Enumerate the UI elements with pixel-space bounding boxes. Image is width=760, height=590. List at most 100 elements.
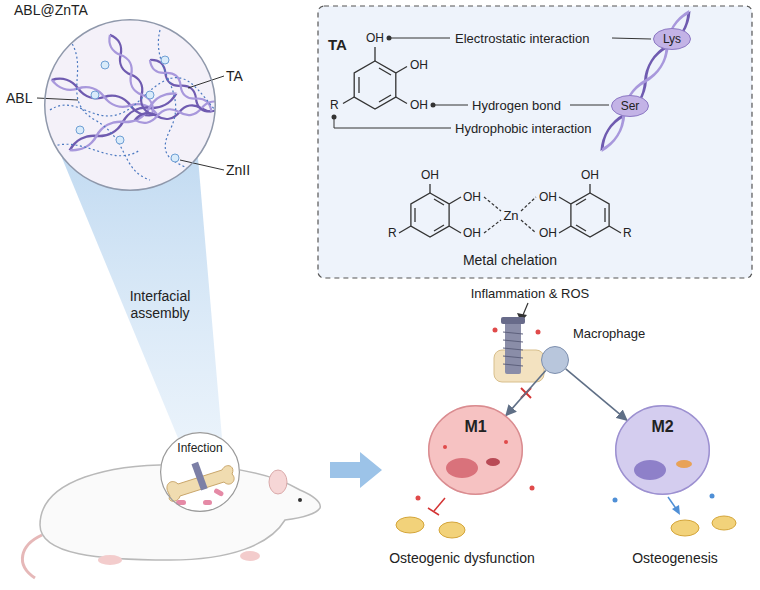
macrophage-cell-shape xyxy=(542,347,569,374)
panel-title: ABL@ZnTA xyxy=(14,2,88,19)
outcome-label: Osteogenic dysfunction xyxy=(389,550,535,567)
component-label: TA xyxy=(226,68,243,85)
tannic-acid-structure xyxy=(379,95,391,102)
m1-macrophage-shape xyxy=(429,406,523,495)
chelation-structure xyxy=(449,197,461,204)
leader-line xyxy=(37,98,78,100)
coating-network xyxy=(70,40,150,180)
coordination-bond xyxy=(484,197,501,211)
m2-macrophage: M2 xyxy=(615,405,710,495)
leader-line xyxy=(188,76,224,88)
m1-cell-art xyxy=(416,496,421,501)
interaction-leader xyxy=(334,38,651,128)
macrophage-cell-outline xyxy=(541,346,569,374)
infection-inset-art xyxy=(203,500,212,505)
coating-network xyxy=(45,144,140,156)
m1-cell-art xyxy=(428,405,523,495)
m2-macrophage-shape xyxy=(616,406,710,495)
cell-type-label: M1 xyxy=(464,417,486,436)
m2-cell-art xyxy=(671,520,699,536)
m1-cell-art xyxy=(446,458,478,478)
macrophage-cell: Macrophage xyxy=(541,346,569,374)
chemical-group: OH xyxy=(410,98,428,112)
tannic-acid-structure xyxy=(343,97,354,104)
implant-figure xyxy=(503,332,523,334)
assembly-beam xyxy=(62,158,222,438)
coating-network xyxy=(91,91,99,99)
m2-cell-art xyxy=(710,494,715,499)
chelation-structure xyxy=(571,193,609,237)
chelation-structure xyxy=(429,184,430,193)
chelation-structure xyxy=(411,193,449,237)
chelation-structure xyxy=(434,199,444,205)
implant-figure xyxy=(503,348,523,350)
amino-acid-residue-shape xyxy=(654,29,691,50)
cell-label: Macrophage xyxy=(573,326,645,342)
m1-cell-art xyxy=(439,522,465,538)
implant-figure xyxy=(503,332,523,366)
chemical-group: OH xyxy=(463,226,481,240)
interaction-label: Metal chelation xyxy=(463,252,557,269)
metal-ion: Zn xyxy=(503,208,518,224)
chelation-structure xyxy=(434,225,444,231)
rat-figure xyxy=(298,498,302,502)
interaction-label: Hydrogen bond xyxy=(472,98,561,114)
chelation-structure xyxy=(449,226,461,233)
chelation-structure xyxy=(559,197,571,204)
coating-network xyxy=(45,20,224,190)
residue-label: Ser xyxy=(621,99,640,113)
m2-cell-art xyxy=(613,405,737,536)
magnified-circle: ABL@ZnTA xyxy=(44,19,216,191)
infection-inset-shape xyxy=(161,433,240,512)
interaction-dot xyxy=(431,103,436,108)
coordination-bond xyxy=(484,220,501,233)
m1-cell-art xyxy=(504,440,508,444)
tannic-acid-structure xyxy=(354,61,396,109)
chelation-structure xyxy=(399,226,411,233)
cell-type-label: M2 xyxy=(651,417,673,436)
interaction-label: Hydrophobic interaction xyxy=(455,121,592,137)
infection-inset: Infection xyxy=(160,432,240,512)
chemical-group: OH xyxy=(410,58,428,72)
implant-figure xyxy=(536,330,541,335)
coating-network xyxy=(76,56,179,162)
m2-cell-art xyxy=(676,460,692,468)
tannic-acid-structure xyxy=(379,68,391,75)
m1-cell-art xyxy=(530,486,535,491)
leader-line xyxy=(37,76,224,170)
molecule-label: TA xyxy=(328,36,347,54)
coating-network xyxy=(106,33,157,117)
rat-figure xyxy=(98,555,122,565)
chelation-structure xyxy=(609,226,621,233)
interaction-leader xyxy=(570,105,609,106)
abl-ribbon xyxy=(597,9,693,153)
implant-figure xyxy=(493,317,545,382)
component-label: ZnII xyxy=(226,162,250,179)
m1-cell-art xyxy=(443,445,447,449)
interaction-dot xyxy=(387,36,392,41)
rat-figure xyxy=(269,470,287,494)
inset-label: Infection xyxy=(177,441,222,455)
chemical-group: R xyxy=(388,226,397,240)
coating-network xyxy=(161,56,169,64)
coating-network xyxy=(116,136,124,144)
amino-acid-residue: Lys xyxy=(653,28,691,50)
m1-cell-art xyxy=(396,517,424,533)
coating-network xyxy=(76,126,84,134)
interaction-leader xyxy=(433,105,468,106)
m1-cell-art xyxy=(428,508,439,515)
interaction-label: Electrostatic interaction xyxy=(455,31,589,47)
m1-macrophage: M1 xyxy=(428,405,523,495)
dashed-panel xyxy=(318,6,752,278)
chelation-structure xyxy=(604,208,605,222)
interaction-dot xyxy=(332,36,436,120)
infection-inset-art xyxy=(160,432,240,512)
implant-figure xyxy=(503,356,523,358)
component-label: ABL xyxy=(6,90,32,107)
coating-network xyxy=(68,89,178,154)
interaction-dot xyxy=(332,115,337,120)
amino-acid-residue: Ser xyxy=(611,95,649,117)
coating-network xyxy=(171,154,179,162)
